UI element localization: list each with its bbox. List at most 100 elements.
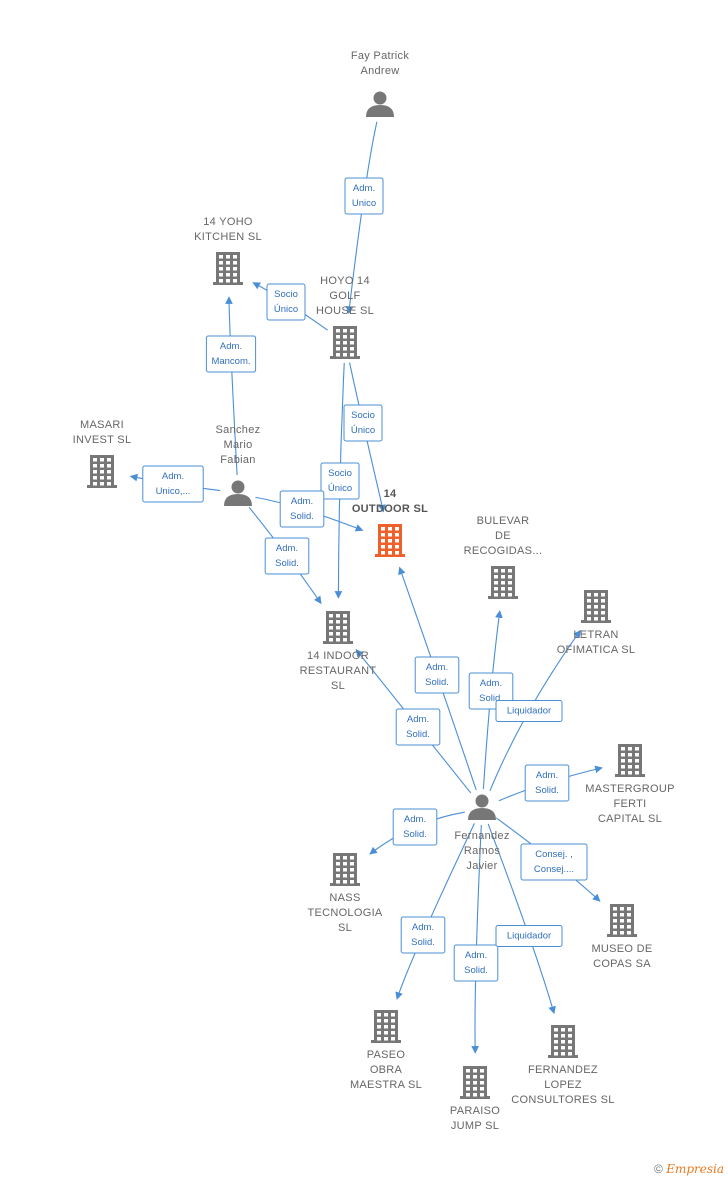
relation-label-text: Consej.... [534,864,574,875]
building-window [613,919,617,923]
relation-label-sanchez-masari[interactable]: Adm.Unico,... [142,465,204,503]
building-window [336,341,340,345]
node-label: RESTAURANT [300,665,377,677]
building-window [594,599,598,603]
building-window [635,771,639,775]
relation-label-text: Unico,... [156,486,191,497]
building-window [381,539,385,543]
relation-label-sanchez-indoor[interactable]: Adm.Solid. [264,537,310,575]
person-body [468,808,496,820]
building-window [350,862,354,866]
building-window [494,575,498,579]
relation-label-sanchez-yoho[interactable]: Adm.Mancom. [205,335,257,373]
relation-label-fernandez-indoor[interactable]: Adm.Solid. [395,708,441,746]
building-window [601,617,605,621]
node-label: PASEO [367,1049,406,1061]
building-window [601,593,605,597]
building-window [554,1052,558,1056]
building-window [587,605,591,609]
building-window [628,753,632,757]
building-window [473,1093,477,1097]
relation-label-fernandez-outdoor[interactable]: Adm.Solid. [414,656,460,694]
relation-label-box [395,708,441,746]
node-label: BULEVAR [477,515,530,527]
relation-label-fernandez-fernlopez[interactable]: Liquidador [495,925,563,947]
relation-label-text: Adm. [291,496,313,507]
building-window [343,347,347,351]
relation-label-fay-hoyo[interactable]: Adm.Unico [344,177,384,215]
building-window [233,279,237,283]
node-label: CAPITAL SL [598,813,662,825]
relation-label-fernandez-paraiso[interactable]: Adm.Solid. [453,944,499,982]
building-window [100,470,104,474]
relation-label-fernandez-paseo[interactable]: Adm.Solid. [400,916,446,954]
node-label: CONSULTORES SL [511,1094,614,1106]
relation-label-text: Único [274,304,298,315]
person-icon [224,480,252,506]
building-window [627,925,631,929]
building-window [480,1087,484,1091]
node-bulevar[interactable]: BULEVARDERECOGIDAS... [464,515,543,599]
node-label: INVEST SL [73,434,132,446]
relation-label-text: Único [351,425,375,436]
relation-label-text: Adm. [404,814,426,825]
building-icon [87,455,117,488]
building-window [226,261,230,265]
node-label: OUTDOOR SL [352,503,428,515]
node-label: MAESTRA SL [350,1079,422,1091]
building-window [568,1052,572,1056]
node-label: SL [331,680,345,692]
building-window [350,856,354,860]
relation-label-text: Adm. [480,678,502,689]
building-window [336,626,340,630]
building-window [226,279,230,283]
building-window [336,880,340,884]
building-window [343,335,347,339]
building-window [350,335,354,339]
building-window [508,593,512,597]
node-label: NASS [329,892,360,904]
relation-label-text: Socio [351,410,375,421]
node-label: FERNANDEZ [528,1064,598,1076]
building-window [219,273,223,277]
building-window [391,1025,395,1029]
building-window [343,880,347,884]
relation-label-fernandez-nass[interactable]: Adm.Solid. [392,808,438,846]
building-window [350,347,354,351]
brand-logo-text[interactable]: Empresia [666,1162,724,1176]
building-window [620,931,624,935]
node-label: JUMP SL [451,1120,499,1132]
relation-label-fernandez-museo[interactable]: Consej. ,Consej.... [520,843,588,881]
building-window [635,759,639,763]
relation-label-sanchez-outdoor[interactable]: Adm.Solid. [279,490,325,528]
building-window [233,255,237,259]
building-window [107,482,111,486]
relation-label-fernandez-letran[interactable]: Liquidador [495,700,563,722]
building-icon [607,904,637,937]
building-window [620,913,624,917]
building-window [343,874,347,878]
building-base [330,883,360,886]
building-window [350,353,354,357]
building-window [343,620,347,624]
relation-label-fernandez-mastergroup[interactable]: Adm.Solid. [524,764,570,802]
building-window [601,611,605,615]
